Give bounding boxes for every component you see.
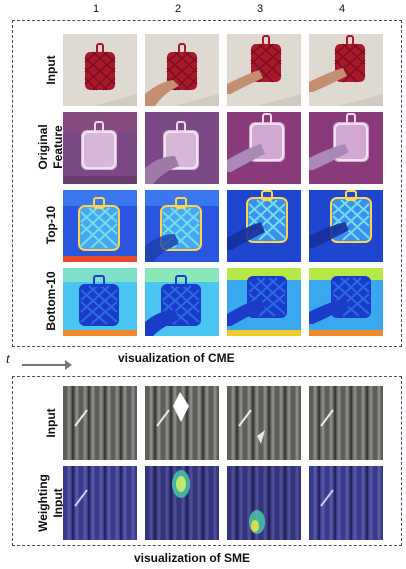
sme-weighting-image-3 [227,466,301,540]
cme-feature-image-2 [145,112,219,184]
cme-bottom10-image-2 [145,268,219,336]
cme-row-label-bottom-10: Bottom-10 [44,271,58,331]
cme-input-image-1 [63,34,137,106]
cme-feature-image-1 [63,112,137,184]
sme-weighting-image-4 [309,466,383,540]
sme-input-image-4 [309,386,383,460]
cme-row-label-input: Input [44,55,58,85]
sme-input-image-3 [227,386,301,460]
cme-row-label-original-feature: Original Feature [36,124,65,170]
cme-input-image-2 [145,34,219,106]
sme-input-image-2 [145,386,219,460]
cme-top10-image-1 [63,190,137,262]
cme-bottom10-image-4 [309,268,383,336]
column-label-3: 3 [256,3,264,15]
cme-input-image-3 [227,34,301,106]
sme-weighting-image-1 [63,466,137,540]
time-axis-label: t [6,352,10,367]
sme-weighting-image-2 [145,466,219,540]
sme-caption: visualization of SME [134,551,251,565]
cme-row-label-top-10: Top-10 [44,205,58,245]
sme-row-label-weighting-input: Weighting Input [36,474,65,532]
cme-panel [12,20,402,347]
column-label-2: 2 [174,3,182,15]
cme-top10-image-4 [309,190,383,262]
sme-input-image-1 [63,386,137,460]
time-arrow-icon [22,360,72,370]
column-label-4: 4 [338,3,346,15]
cme-caption: visualization of CME [118,351,235,365]
cme-top10-image-3 [227,190,301,262]
cme-bottom10-image-1 [63,268,137,336]
cme-bottom10-image-3 [227,268,301,336]
cme-top10-image-2 [145,190,219,262]
sme-panel [12,376,402,546]
sme-row-label-input: Input [44,408,58,438]
cme-input-image-4 [309,34,383,106]
cme-feature-image-4 [309,112,383,184]
cme-feature-image-3 [227,112,301,184]
column-label-1: 1 [92,3,100,15]
